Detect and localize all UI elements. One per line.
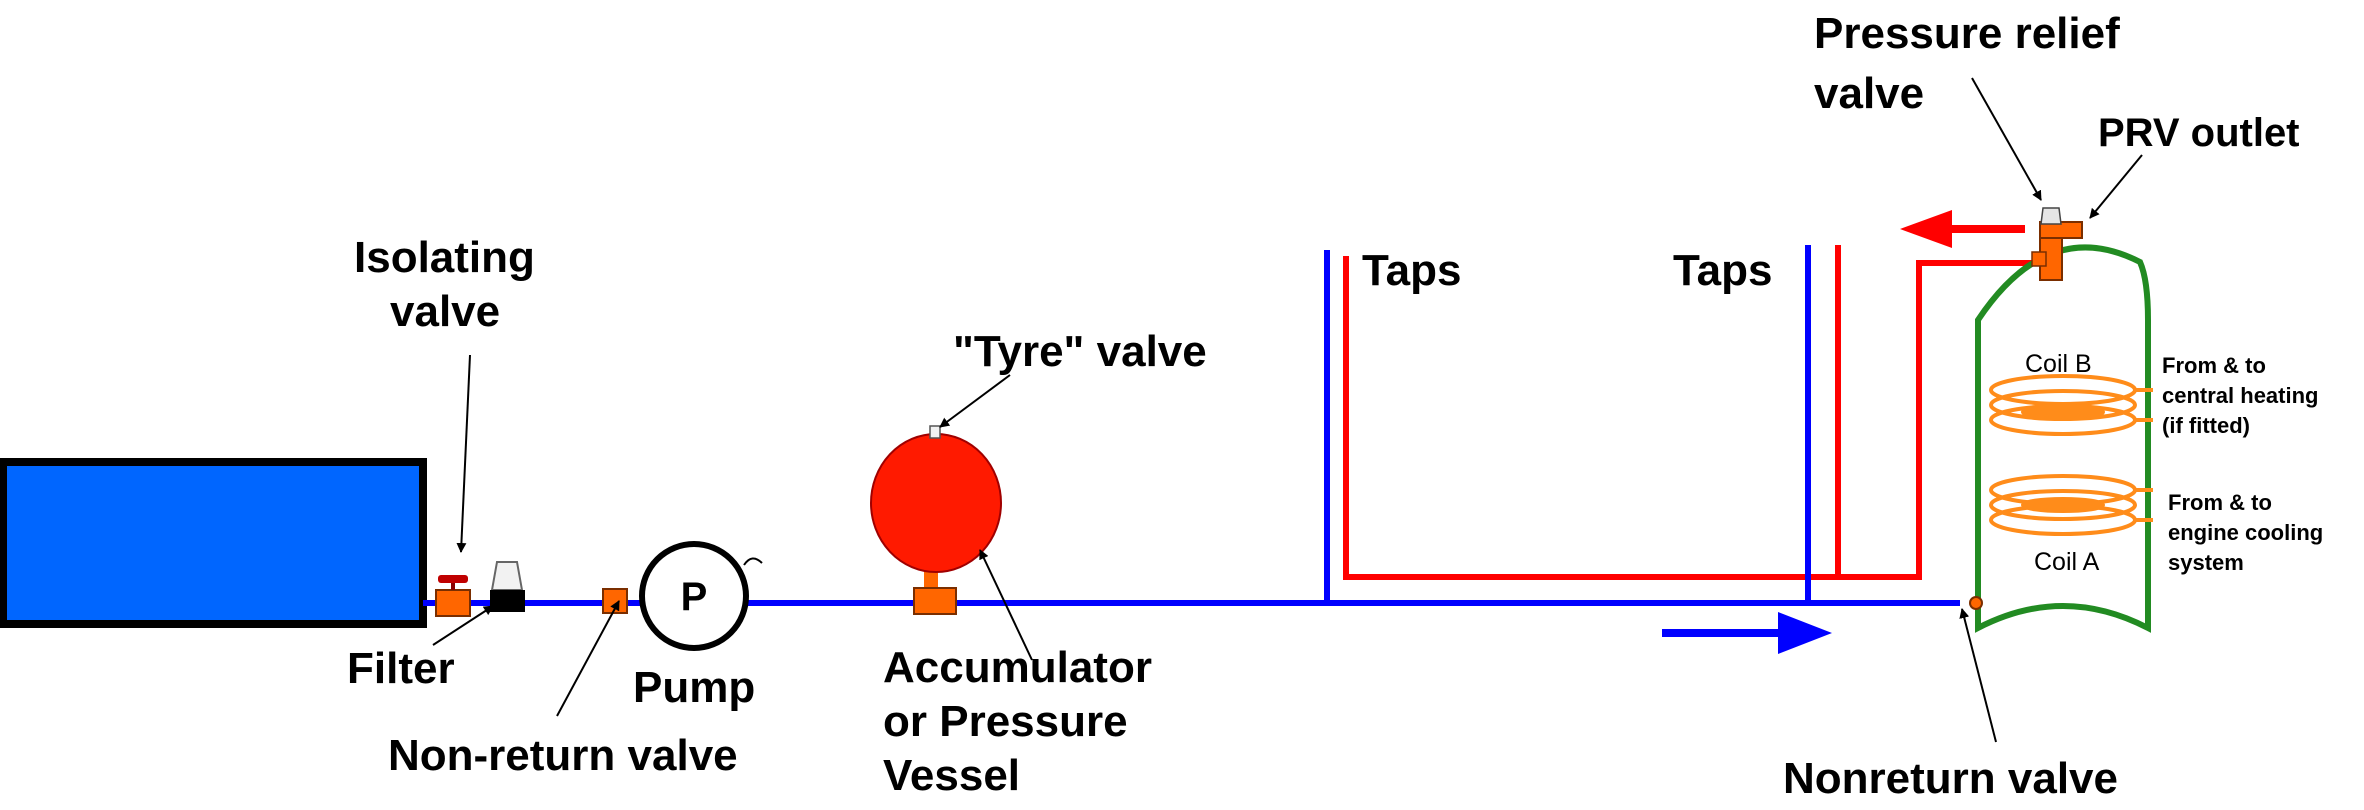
non-return-valve-label: Non-return valve	[388, 731, 738, 780]
engine-cooling-label-line-2: engine cooling	[2168, 520, 2323, 545]
nonreturn-valve-right-label: Nonreturn valve	[1783, 754, 2118, 803]
coil-b-label: Coil B	[2025, 350, 2092, 378]
callout-lines	[432, 77, 2143, 743]
isolating-valve-label-line-2: valve	[390, 287, 500, 336]
taps-right-label: Taps	[1673, 246, 1772, 295]
taps-right-pipes	[1805, 245, 1841, 603]
engine-cooling-label-line-1: From & to	[2168, 490, 2272, 515]
accumulator-label-line-1: Accumulator	[883, 643, 1152, 692]
pump-label: Pump	[633, 663, 755, 712]
accumulator-label-line-3: Vessel	[883, 751, 1020, 800]
filter	[490, 561, 525, 612]
flow-direction-arrow	[1662, 612, 1832, 654]
taps-left-label: Taps	[1362, 246, 1461, 295]
coil-b	[1989, 374, 2153, 436]
central-heating-label-line-2: central heating	[2162, 383, 2318, 408]
prv-outlet-label: PRV outlet	[2098, 111, 2300, 155]
tyre-valve-label: "Tyre" valve	[953, 327, 1207, 376]
central-heating-label-line-3: (if fitted)	[2162, 413, 2250, 438]
coil-a-label: Coil A	[2034, 548, 2100, 576]
isolating-valve	[435, 575, 471, 617]
pressure-relief-valve-label-line-1: Pressure relief	[1814, 9, 2120, 58]
central-heating-label-line-1: From & to	[2162, 353, 2266, 378]
accumulator	[870, 425, 1002, 615]
water-tank	[0, 458, 427, 628]
taps-left-pipes	[1324, 250, 1349, 603]
non-return-valve-right	[1969, 596, 1983, 610]
pressure-relief-valve-label-line-2: valve	[1814, 69, 1924, 118]
coil-a	[1989, 474, 2153, 536]
isolating-valve-label-line-1: Isolating	[354, 233, 535, 282]
accumulator-label-line-2: or Pressure	[883, 697, 1128, 746]
engine-cooling-label-line-3: system	[2168, 550, 2244, 575]
relief-direction-arrow	[1900, 210, 2025, 248]
pressure-relief-valve	[2031, 207, 2083, 281]
pump-symbol: P	[681, 575, 708, 619]
filter-label: Filter	[347, 644, 455, 693]
pump: P	[639, 541, 763, 651]
